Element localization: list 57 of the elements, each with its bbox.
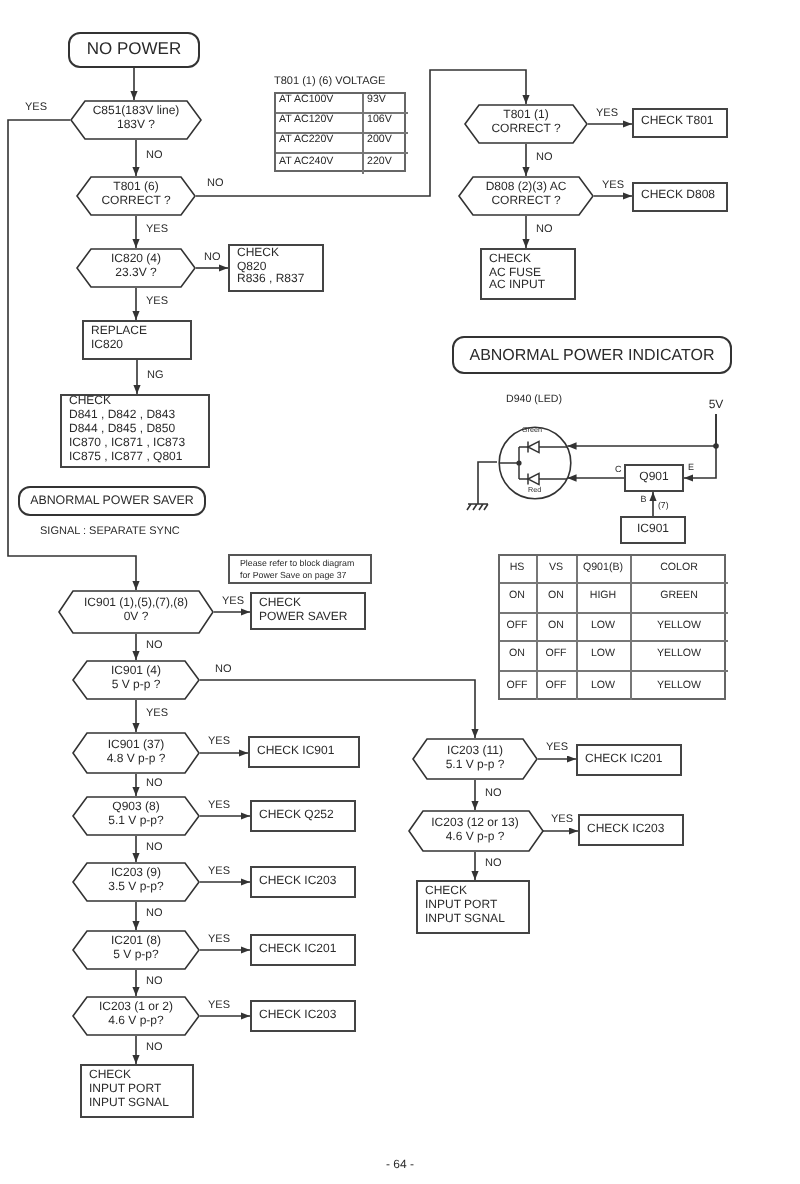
process-box bbox=[248, 736, 360, 768]
arrow bbox=[132, 215, 140, 249]
process-box bbox=[632, 182, 728, 212]
arrow bbox=[132, 699, 140, 733]
arrow bbox=[649, 491, 657, 517]
arrow bbox=[132, 1035, 140, 1065]
arrow bbox=[593, 192, 633, 200]
process-box bbox=[250, 1000, 356, 1032]
process-box bbox=[576, 744, 682, 776]
process-box bbox=[250, 934, 356, 966]
arrow bbox=[587, 120, 633, 128]
arrow bbox=[199, 946, 251, 954]
process-box bbox=[416, 880, 530, 934]
arrow bbox=[133, 359, 141, 395]
process-box bbox=[480, 248, 576, 300]
arrow bbox=[199, 679, 479, 739]
arrow bbox=[132, 901, 140, 931]
note-box bbox=[228, 554, 372, 584]
arrow bbox=[199, 878, 251, 886]
arrow bbox=[132, 633, 140, 661]
process-box bbox=[82, 320, 192, 360]
arrow bbox=[132, 835, 140, 863]
arrow bbox=[199, 749, 249, 757]
process-box bbox=[620, 516, 686, 544]
arrow bbox=[522, 143, 530, 177]
arrow bbox=[213, 608, 251, 616]
process-box bbox=[250, 866, 356, 898]
process-box bbox=[624, 464, 684, 492]
box-text: ABNORMAL POWER INDICATOR bbox=[469, 345, 715, 365]
arrow bbox=[7, 119, 140, 591]
box-text: NO POWER bbox=[86, 40, 182, 60]
arrow bbox=[522, 215, 530, 249]
process-box bbox=[250, 800, 356, 832]
arrow bbox=[132, 773, 140, 797]
process-box bbox=[80, 1064, 194, 1118]
arrow bbox=[566, 474, 625, 482]
arrow bbox=[132, 969, 140, 997]
process-box bbox=[632, 108, 728, 138]
process-box bbox=[250, 592, 366, 630]
arrow bbox=[199, 812, 251, 820]
terminal-box bbox=[68, 32, 200, 68]
arrow bbox=[471, 851, 479, 881]
arrow bbox=[132, 287, 140, 321]
arrow bbox=[537, 755, 577, 763]
process-box bbox=[60, 394, 210, 468]
arrow bbox=[130, 67, 138, 101]
arrow bbox=[132, 139, 140, 177]
arrow bbox=[199, 1012, 251, 1020]
arrow bbox=[683, 413, 717, 482]
arrow bbox=[195, 69, 530, 197]
terminal-box bbox=[18, 486, 206, 516]
arrow bbox=[195, 264, 229, 272]
arrow bbox=[542, 827, 579, 835]
arrow bbox=[471, 779, 479, 811]
terminal-box bbox=[452, 336, 732, 374]
process-box bbox=[228, 244, 324, 292]
process-box bbox=[578, 814, 684, 846]
